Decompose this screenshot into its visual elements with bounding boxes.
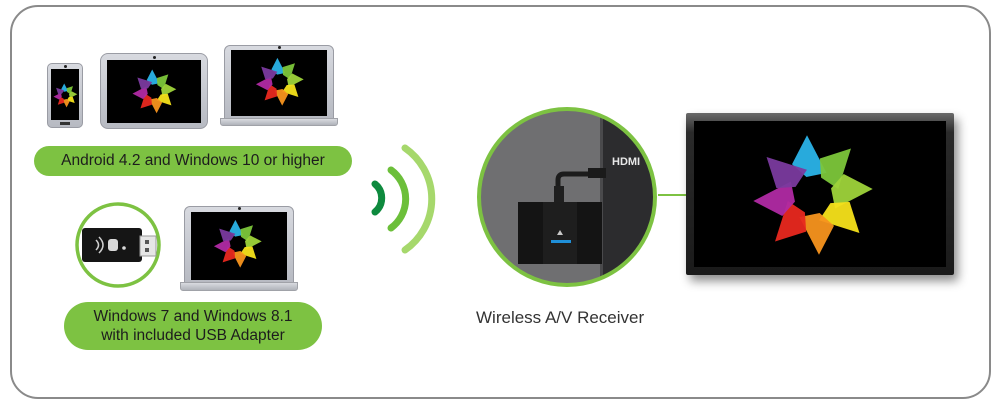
pinwheel-blade [57,96,64,105]
pinwheel-blade [214,238,231,253]
pinwheel-blade [156,73,168,89]
pinwheel-blade [271,58,286,75]
pinwheel-blade [264,84,278,101]
pinwheel-blade [156,93,172,105]
pinwheel-blade [274,89,289,106]
pinwheel-blade [240,246,257,260]
group-label-text: Android 4.2 and Windows 10 or higher [61,152,325,169]
pinwheel-logo-icon [53,83,77,107]
pinwheel-logo-icon [753,135,873,255]
pinwheel-blade [240,225,254,242]
pinwheel-blade [232,251,247,268]
pinwheel-blade [819,201,860,233]
pinwheel-blade [819,148,851,189]
group-label-native: Android 4.2 and Windows 10 or higher [34,146,352,176]
wave-arc-middle [387,166,410,232]
pinwheel-blade [282,63,296,80]
pinwheel-blade [261,66,278,80]
pinwheel-blade [282,84,299,98]
wave-arc-inner [371,180,386,216]
pinwheel-blade [219,228,236,242]
pinwheel-blade [60,83,68,92]
group-label-adapter: Windows 7 and Windows 8.1 with included … [64,302,322,350]
diagram-frame [10,5,991,399]
pinwheel-blade [799,213,835,255]
pinwheel-blade [160,83,176,96]
pinwheel-blade [149,97,162,113]
pinwheel-blade [256,76,273,91]
group-label-line1: Windows 7 and Windows 8.1 [93,308,293,325]
pinwheel-blade [775,201,807,242]
pinwheel-blade [287,73,304,88]
pinwheel-blade [62,98,70,107]
pinwheel-blade [753,181,795,217]
pinwheel-blade [140,93,152,109]
hdmi-connection-line [658,194,688,196]
pinwheel-blade [55,87,64,94]
pinwheel-blade [245,235,262,250]
pinwheel-blade [53,92,62,100]
pinwheel-blade [136,77,152,89]
pinwheel-blade [222,246,236,263]
pinwheel-blade [791,135,827,177]
pinwheel-blade [66,96,75,103]
pinwheel-logo-icon [256,58,304,106]
pinwheel-blade [831,173,873,209]
hdmi-port-label: HDMI [612,156,640,168]
receiver-label: Wireless A/V Receiver [476,308,645,327]
wifi-waves-icon [371,144,436,254]
pinwheel-blade [68,90,77,98]
pinwheel-logo-icon [214,220,262,268]
group-label-line2: with included USB Adapter [101,327,285,344]
pinwheel-blade [146,69,159,85]
receiver-illustration: HDMI [477,107,657,287]
pinwheel-blade [66,85,73,94]
pinwheel-blade [766,157,807,189]
pinwheel-blade [229,220,244,237]
pinwheel-blade [132,86,148,99]
pinwheel-logo-icon [132,69,176,113]
usb-adapter-icon [75,202,161,288]
wave-arc-outer [401,144,436,254]
